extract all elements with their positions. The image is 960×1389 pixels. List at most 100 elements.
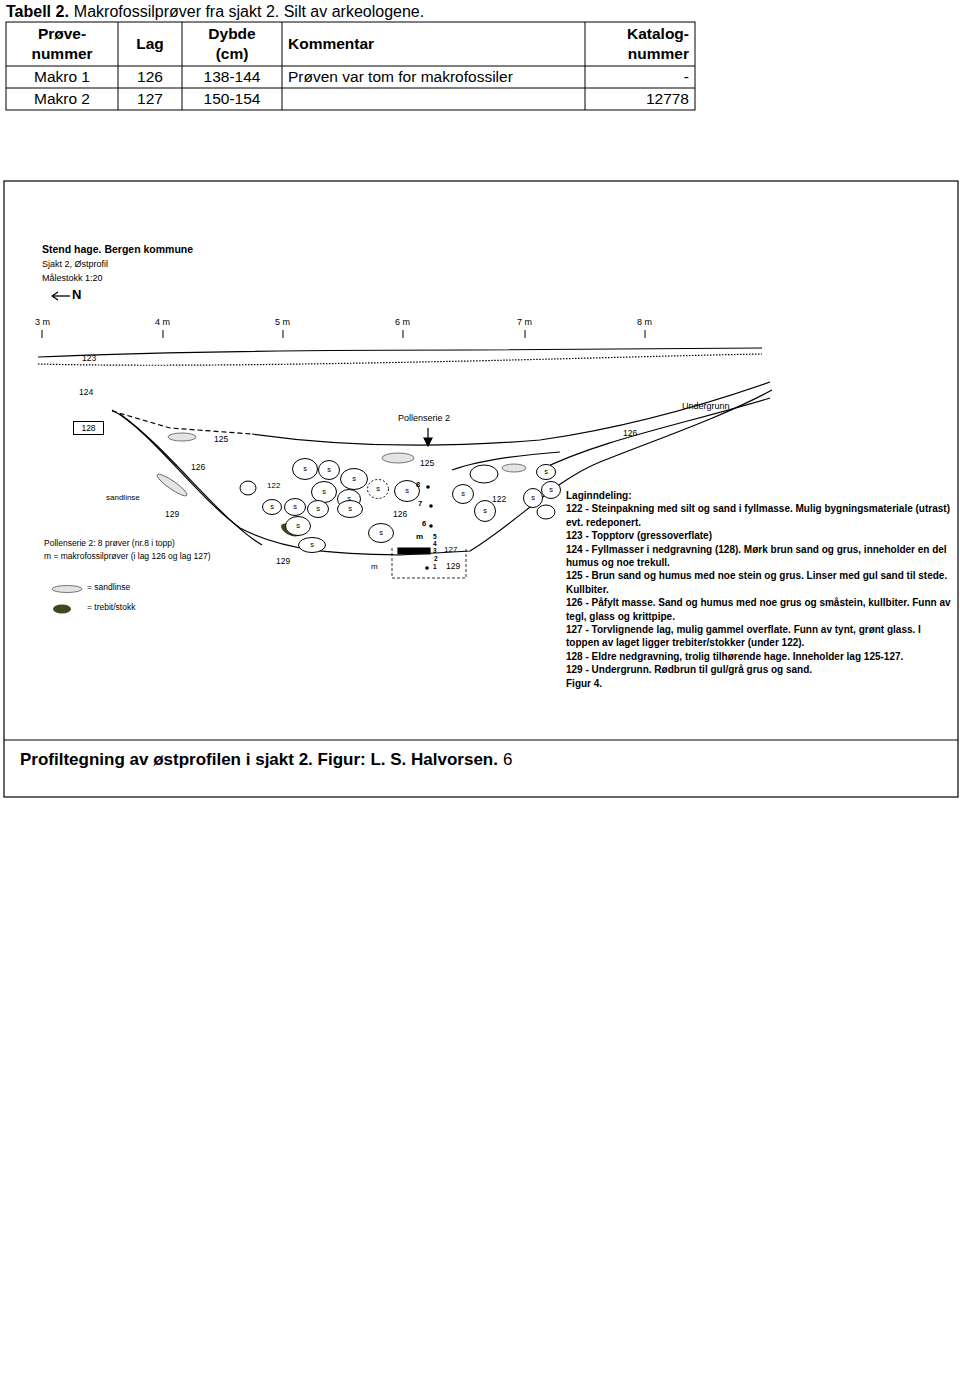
site-title: Stend hage. Bergen kommune <box>42 243 193 255</box>
layer-number: 126 <box>191 463 205 473</box>
stone: s <box>337 500 363 518</box>
table-line <box>6 88 695 89</box>
arrow-line <box>52 295 70 296</box>
sample-number: 7 <box>418 500 422 509</box>
layer-boundary <box>252 382 770 445</box>
layer-number: 126 <box>623 429 637 439</box>
cell-text: Kommentar <box>288 34 374 54</box>
note-text: m = makrofossilprøver (i lag 126 og lag … <box>44 552 211 562</box>
layer-number: 129 <box>276 557 290 567</box>
layer-number: 122 <box>267 481 280 490</box>
stone: s <box>452 484 474 504</box>
tick <box>645 330 646 338</box>
sample-number: 8 <box>416 481 420 490</box>
stone: s <box>367 479 389 499</box>
cell-text: Prøven var tom for makrofossiler <box>288 67 513 87</box>
sample-bar <box>398 548 430 554</box>
topsoil-line <box>38 354 762 365</box>
outline <box>299 538 326 553</box>
stone-mark: s <box>316 505 320 513</box>
cell-text: Makro 2 <box>34 89 90 109</box>
cell-text: Dybde (cm) <box>202 24 262 64</box>
sample-mark: m <box>416 532 423 541</box>
undergrunn-boundary <box>540 398 770 470</box>
layer-boundary <box>120 414 262 545</box>
outline <box>293 459 318 480</box>
outline <box>524 489 543 508</box>
callout-text: sandlinse <box>106 493 140 502</box>
cell-text: Prøve- nummer <box>29 24 95 64</box>
stone <box>537 505 555 519</box>
scale-label: 8 m <box>637 317 652 327</box>
stone <box>240 481 256 495</box>
table-cell: Prøven var tom for makrofossiler <box>282 66 585 88</box>
scale-label: 3 m <box>35 317 50 327</box>
table-line <box>585 22 586 110</box>
sample-number: 6 <box>422 520 426 529</box>
table-border <box>6 22 695 110</box>
layer-description: 123 - Topptorv (gressoverflate) <box>566 529 954 542</box>
stone: s <box>340 468 368 490</box>
north-label: N <box>72 288 81 303</box>
pollen-dot <box>425 566 429 570</box>
sample-number: 4 <box>433 540 437 547</box>
table-cell: 138-144 <box>182 66 282 88</box>
table-header-cell: Dybde (cm) <box>182 22 282 66</box>
profile-name: Sjakt 2, Østprofil <box>42 259 108 269</box>
pollen-dot <box>429 524 433 528</box>
cell-text: 12778 <box>646 89 689 109</box>
sand-lens <box>382 453 414 463</box>
stone-mark: s <box>327 466 331 474</box>
tick <box>525 330 526 338</box>
stone-mark: s <box>376 485 380 493</box>
sand-lens <box>168 433 196 441</box>
outline <box>537 465 556 480</box>
layer-number: 129 <box>446 562 460 572</box>
table-grid <box>6 22 695 110</box>
legend-text: = sandlinse <box>87 583 130 593</box>
stone: s <box>292 458 318 480</box>
table-cell: - <box>585 66 695 88</box>
cell-text: - <box>684 67 689 87</box>
scale-label: 7 m <box>517 317 532 327</box>
outline <box>341 469 368 490</box>
layer-description: 127 - Torvlignende lag, mulig gammel ove… <box>566 623 954 650</box>
outline <box>263 500 282 515</box>
cell-text: Katalog- nummer <box>609 24 689 64</box>
tick <box>283 330 284 338</box>
layer-number: 127 <box>444 545 457 554</box>
stone: s <box>318 460 340 480</box>
callout-text: Pollenserie 2 <box>398 413 450 423</box>
figure-caption: Profiltegning av østprofilen i sjakt 2. … <box>20 750 498 770</box>
table-title: Tabell 2. <box>6 3 69 21</box>
table-line <box>182 22 183 110</box>
stone-mark: s <box>405 487 409 495</box>
legend-text: = trebit/stokk <box>87 603 135 613</box>
stone <box>470 465 498 483</box>
stone-mark: s <box>531 494 535 502</box>
cell-text: 127 <box>137 89 163 109</box>
dashed-boundary <box>112 411 252 434</box>
tick <box>42 330 43 338</box>
cell-text: Lag <box>136 34 164 54</box>
profile-lines <box>38 348 772 578</box>
sample-mark: m <box>371 562 378 571</box>
note-text: Pollenserie 2: 8 prøver (nr.8 i topp) <box>44 539 175 549</box>
table-cell: 126 <box>118 66 182 88</box>
table-line <box>118 22 119 110</box>
outline <box>369 524 394 543</box>
stone: s <box>307 500 329 518</box>
table-line <box>282 22 283 110</box>
sand-lens <box>502 464 526 472</box>
layer-number: 122 <box>492 495 506 505</box>
layer-description: Figur 4. <box>566 677 954 690</box>
scale-label: 6 m <box>395 317 410 327</box>
cell-text: 138-144 <box>204 67 261 87</box>
outline <box>312 482 337 503</box>
stone-mark: s <box>310 541 314 549</box>
layer-number: 125 <box>214 435 228 445</box>
table-title: Makrofossilprøver fra sjakt 2. Silt av a… <box>74 3 424 21</box>
outline <box>338 501 363 518</box>
outline <box>285 499 306 516</box>
stone: s <box>284 498 306 516</box>
